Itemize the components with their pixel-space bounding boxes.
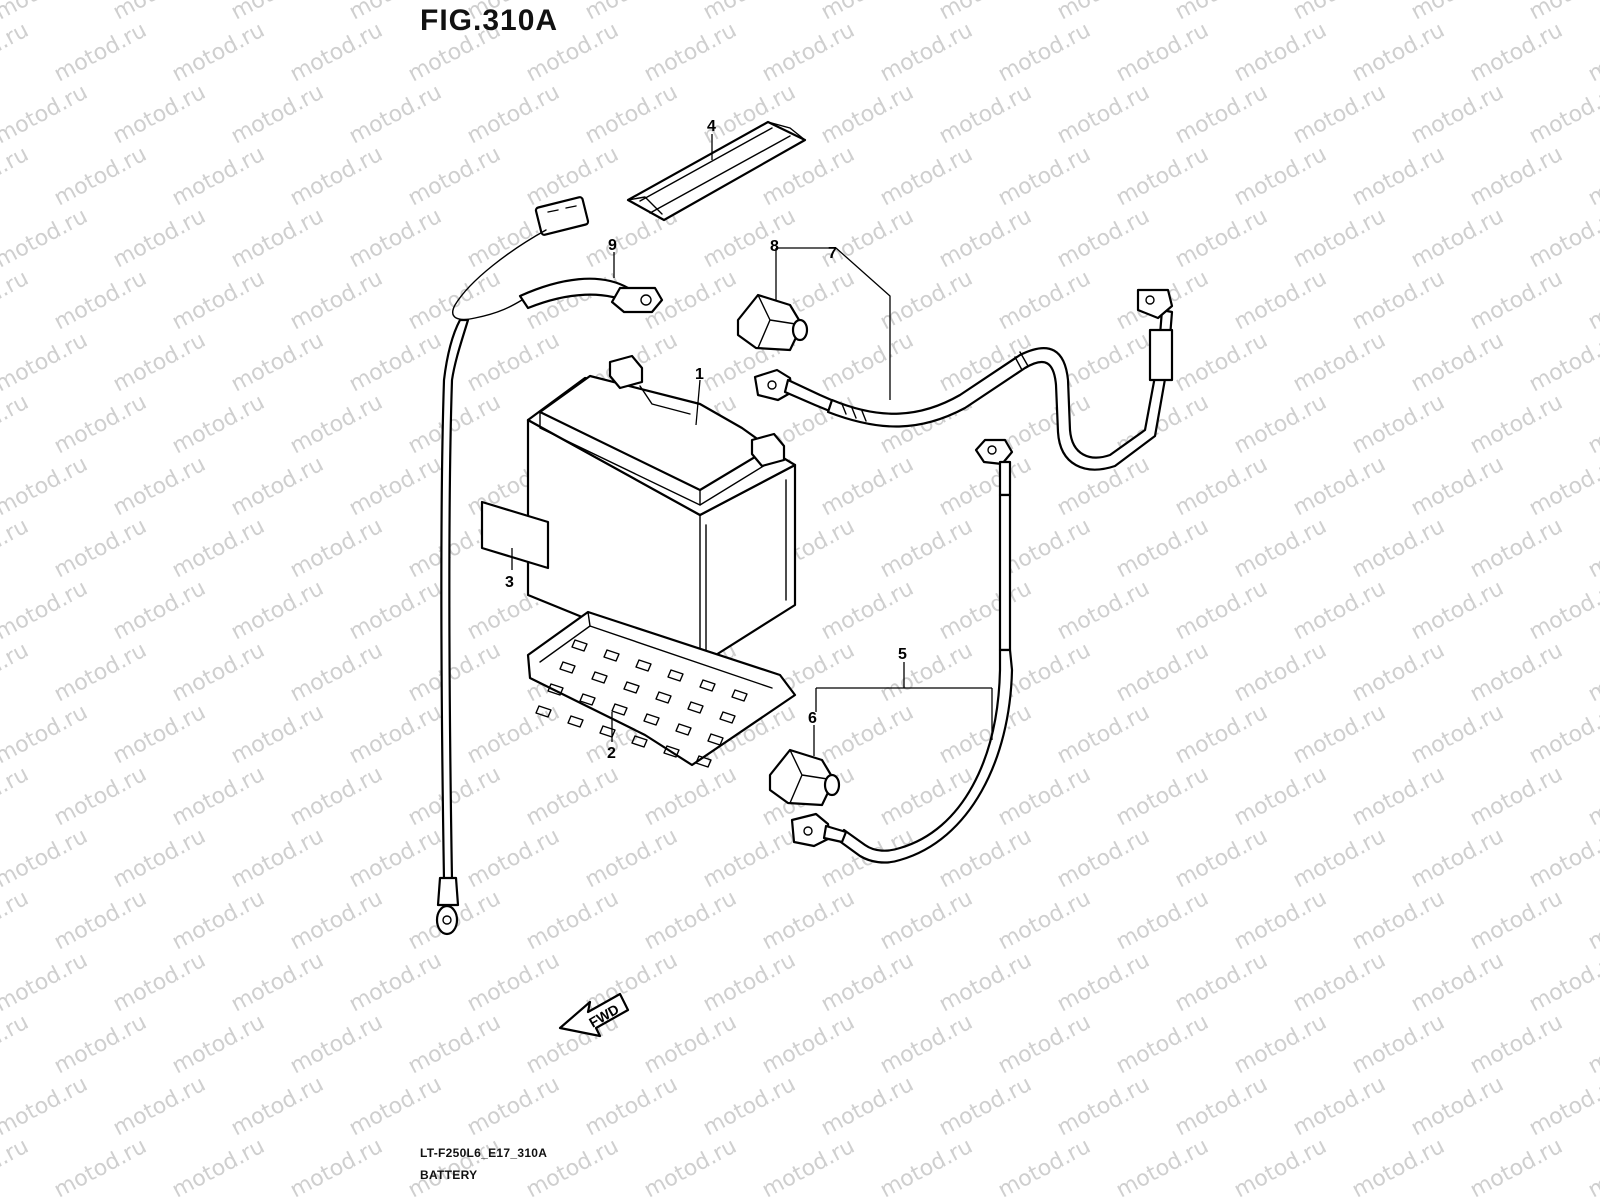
callout-2: 2 bbox=[607, 745, 616, 762]
tray-slot bbox=[579, 693, 596, 706]
callout-8: 8 bbox=[770, 238, 779, 255]
callout-labels: 1 2 3 4 5 6 7 8 9 bbox=[505, 118, 907, 762]
callout-4: 4 bbox=[707, 118, 716, 135]
part-1-battery[interactable] bbox=[526, 354, 797, 667]
part-6-terminal-cover[interactable] bbox=[768, 748, 841, 807]
tray-slot bbox=[731, 689, 748, 702]
tray-slot bbox=[663, 745, 680, 758]
part-4-battery-strap[interactable] bbox=[626, 120, 807, 222]
tray-slot bbox=[699, 679, 716, 692]
tray-slot bbox=[667, 669, 684, 682]
tray-slot bbox=[571, 639, 588, 652]
tray-slot bbox=[695, 755, 712, 768]
part-2-battery-tray[interactable] bbox=[526, 610, 797, 768]
part-5-battery-cable-assembly[interactable] bbox=[790, 438, 1014, 864]
part-9-lead-wire[interactable] bbox=[435, 196, 664, 936]
tray-slot bbox=[599, 725, 616, 738]
tray-slot bbox=[559, 661, 576, 674]
figure-code: LT-F250L6_E17_310A bbox=[420, 1146, 548, 1160]
figure-name: BATTERY bbox=[420, 1168, 478, 1182]
part-3-label-plate[interactable] bbox=[480, 500, 550, 570]
tray-slot bbox=[591, 671, 608, 684]
callout-3: 3 bbox=[505, 574, 514, 591]
tray-slot bbox=[719, 711, 736, 724]
tray-slot bbox=[687, 701, 704, 714]
tray-slot bbox=[567, 715, 584, 728]
tray-slot bbox=[631, 735, 648, 748]
figure-title: FIG.310A bbox=[420, 4, 559, 37]
callout-9: 9 bbox=[608, 237, 617, 254]
callout-5: 5 bbox=[898, 646, 907, 663]
tray-slot bbox=[603, 649, 620, 662]
callout-1: 1 bbox=[695, 366, 704, 383]
callout-7: 7 bbox=[828, 245, 837, 262]
callout-leaders bbox=[511, 134, 993, 756]
tray-slot bbox=[675, 723, 692, 736]
callout-6: 6 bbox=[808, 710, 817, 727]
tray-slot bbox=[611, 703, 628, 716]
tray-slot bbox=[635, 659, 652, 672]
tray-slot bbox=[535, 705, 552, 718]
fwd-direction-arrow: FWD bbox=[558, 992, 630, 1038]
tray-slot bbox=[643, 713, 660, 726]
part-8-terminal-cover[interactable] bbox=[736, 293, 809, 352]
tray-slot bbox=[707, 733, 724, 746]
tray-slot bbox=[623, 681, 640, 694]
tray-slot bbox=[547, 683, 564, 696]
tray-slot bbox=[655, 691, 672, 704]
part-7-battery-cable-assembly[interactable] bbox=[753, 288, 1174, 471]
